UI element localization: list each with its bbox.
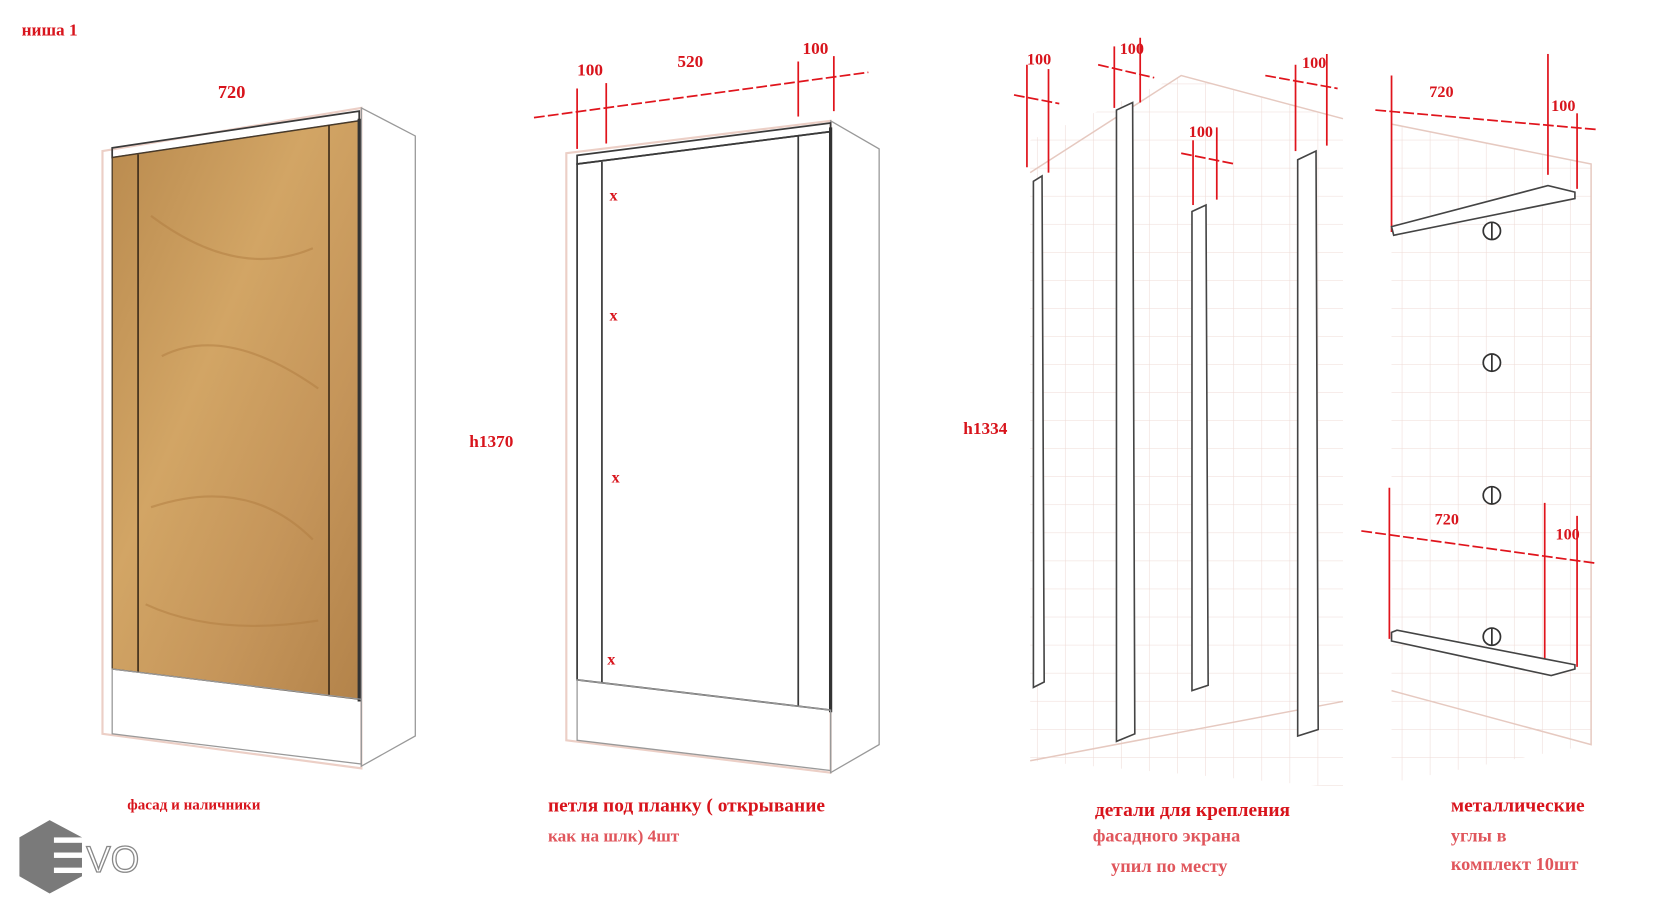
- height-dimension-label: h1370: [469, 432, 513, 451]
- niche-title: ниша 1: [22, 21, 78, 40]
- profile-width-dimension: 100: [1302, 55, 1326, 72]
- profiles-caption-line3: упил по месту: [1111, 856, 1227, 876]
- panel-width-dimension: 520: [677, 52, 703, 71]
- hinge-mark: x: [607, 652, 615, 669]
- hinge-mark: x: [612, 469, 620, 486]
- profile-width-dimension: 100: [1189, 124, 1213, 141]
- profile-height-label: h1334: [963, 419, 1007, 438]
- mounting-profiles-drawing: 100 100 100 100 h1334 детали для креплен…: [963, 37, 1344, 876]
- screw-icon: [1482, 485, 1502, 505]
- oak-facade-panel: [111, 120, 360, 701]
- facade-cabinet-drawing: 720 фасад и наличники: [101, 82, 416, 813]
- hinge-layout-drawing: 100 520 100 h1370 x x x x петля под план…: [469, 39, 880, 846]
- corners-caption-line3: комплект 10шт: [1451, 854, 1579, 874]
- profiles-caption-line1: детали для крепления: [1095, 800, 1290, 821]
- corners-caption-line1: металлические: [1451, 796, 1585, 817]
- mounting-profile: [1115, 101, 1136, 743]
- profile-width-dimension: 100: [1120, 41, 1144, 58]
- screw-icon: [1482, 221, 1502, 241]
- evo-logo: VO: [19, 820, 140, 894]
- metal-corner-bottom: [1390, 629, 1576, 677]
- mounting-profile: [1296, 149, 1319, 738]
- hinge-mark: x: [609, 308, 617, 325]
- hinge-mark: x: [609, 188, 617, 205]
- screw-icon: [1482, 353, 1502, 373]
- hinge-caption-line1: петля под планку ( открывание: [548, 796, 825, 817]
- facade-caption: фасад и наличники: [127, 797, 260, 813]
- metal-corner-top: [1390, 184, 1576, 237]
- width-dimension-label: 720: [218, 82, 245, 102]
- right-inset-dimension: 100: [803, 39, 829, 58]
- left-inset-dimension: 100: [577, 61, 603, 80]
- hinge-caption-line2: как на шлк) 4шт: [548, 827, 680, 846]
- top-corner-width: 720: [1429, 84, 1453, 101]
- bottom-corner-width: 720: [1435, 511, 1459, 528]
- top-corner-depth: 100: [1551, 98, 1575, 115]
- metal-corners-drawing: 720 100 720 100 металлические углы в ком…: [1361, 53, 1597, 874]
- bottom-corner-depth: 100: [1555, 527, 1579, 544]
- logo-text: VO: [86, 839, 139, 880]
- screw-icon: [1482, 627, 1502, 647]
- profiles-caption-line2: фасадного экрана: [1093, 826, 1241, 846]
- mounting-profile: [1032, 174, 1046, 689]
- corners-caption-line2: углы в: [1451, 826, 1507, 846]
- mounting-profile: [1191, 203, 1209, 692]
- profile-width-dimension: 100: [1027, 52, 1051, 69]
